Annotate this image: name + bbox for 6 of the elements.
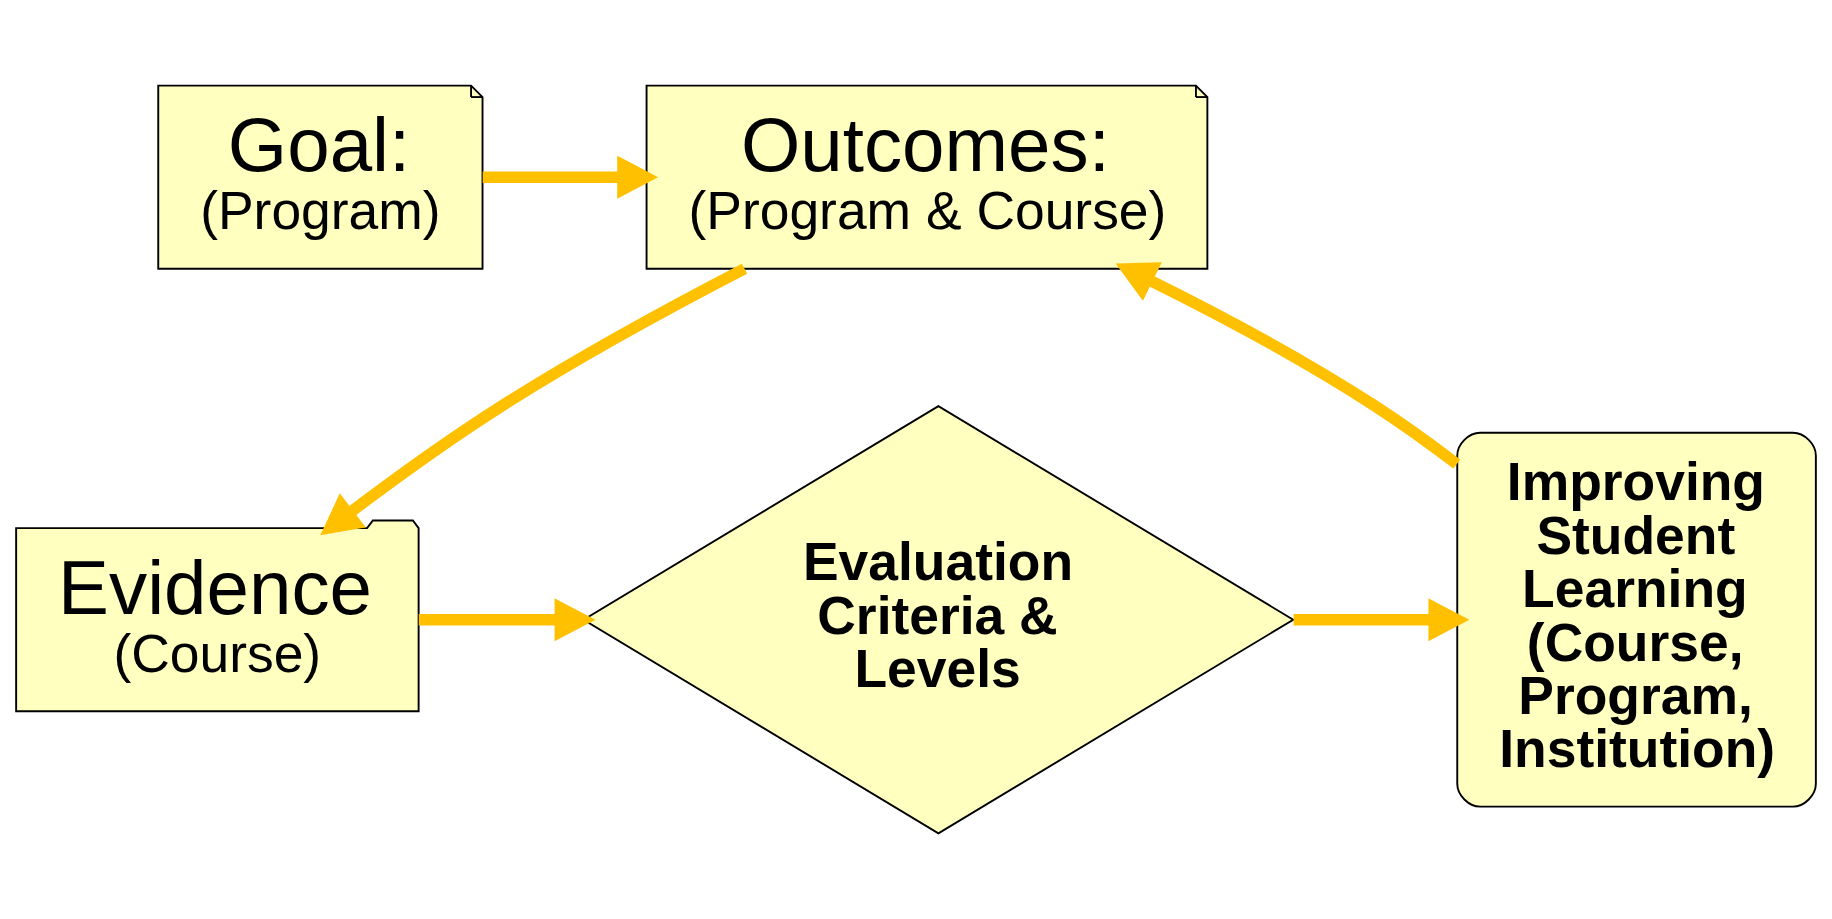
arrow bbox=[1293, 598, 1470, 642]
arrow bbox=[482, 155, 659, 199]
arrow bbox=[320, 263, 748, 536]
arrow bbox=[418, 598, 596, 642]
node-box: Improving Student Learning (Course, Program, Institution) bbox=[1456, 431, 1817, 808]
arrow bbox=[1115, 262, 1461, 469]
